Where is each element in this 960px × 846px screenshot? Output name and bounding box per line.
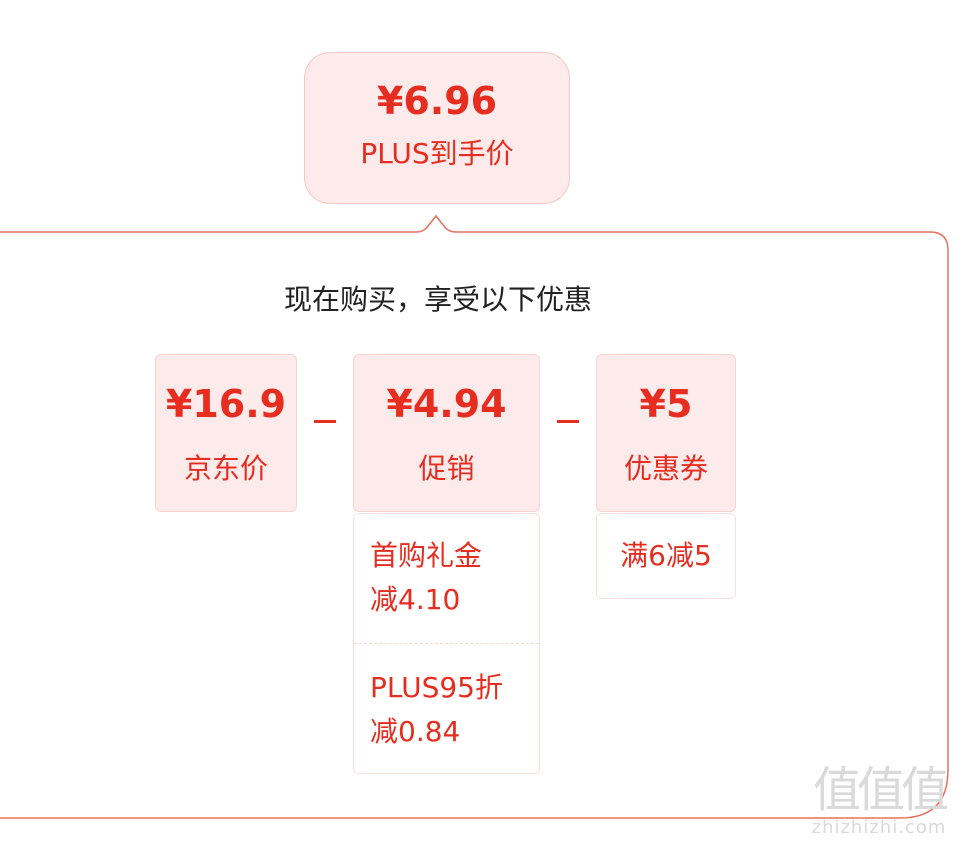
- jd-price-box: ¥16.9 京东价: [155, 354, 297, 512]
- promotion-detail-item: PLUS95折 减0.84: [354, 666, 539, 754]
- coupon-detail-line1: 满6减5: [620, 539, 712, 572]
- watermark-logo: 值值值: [812, 762, 949, 818]
- site-watermark: 值值值 zhizhizhi.com: [804, 762, 954, 842]
- minus-operator-2: [557, 420, 579, 423]
- jd-price-label: 京东价: [183, 452, 268, 485]
- detail-divider: [354, 643, 539, 644]
- watermark-text: zhizhizhi.com: [811, 817, 947, 838]
- jd-price-value: ¥16.9: [165, 382, 287, 426]
- promotion-detail-line1: PLUS95折: [370, 671, 503, 704]
- final-price-value: ¥6.96: [376, 79, 498, 123]
- promotion-detail-line2: 减0.84: [370, 715, 461, 748]
- coupon-value: ¥5: [639, 382, 693, 426]
- final-price-label: PLUS到手价: [360, 137, 514, 170]
- coupon-label: 优惠券: [623, 452, 708, 485]
- promotion-detail-line1: 首购礼金: [370, 539, 483, 572]
- promotion-detail-line2: 减4.10: [370, 583, 461, 616]
- coupon-detail-item: 满6减5: [597, 534, 735, 578]
- promotion-detail-card: 首购礼金 减4.10 PLUS95折 减0.84: [353, 513, 540, 774]
- discount-headline: 现在购买，享受以下优惠: [283, 283, 592, 316]
- promotion-box: ¥4.94 促销: [353, 354, 540, 512]
- coupon-box: ¥5 优惠券: [596, 354, 736, 512]
- minus-operator-1: [314, 420, 336, 423]
- promotion-detail-item: 首购礼金 减4.10: [354, 534, 539, 622]
- coupon-detail-card: 满6减5: [596, 513, 736, 599]
- final-price-bubble: ¥6.96 PLUS到手价: [304, 52, 570, 204]
- promotion-value: ¥4.94: [386, 382, 507, 426]
- promotion-label: 促销: [418, 452, 475, 485]
